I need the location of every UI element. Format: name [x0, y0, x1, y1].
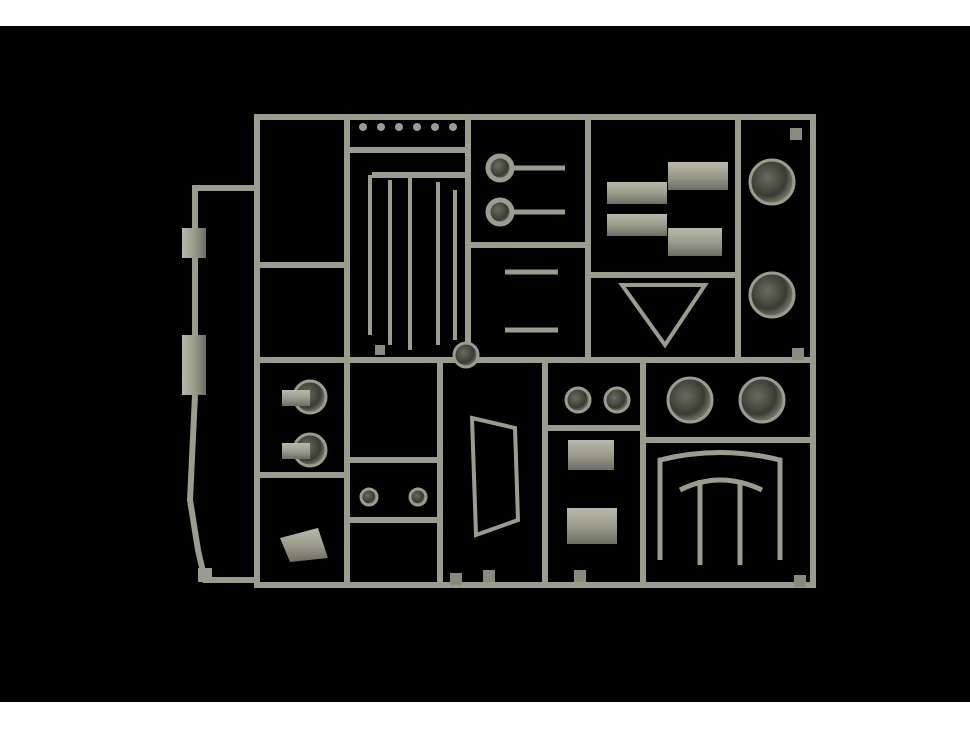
- gearbox: [280, 379, 328, 562]
- shock-absorber: [485, 153, 565, 333]
- peg-row: [359, 123, 457, 131]
- suspension-rod: [368, 175, 457, 350]
- wheel-hub: [359, 158, 796, 507]
- engine-block: [607, 162, 728, 256]
- radiator-frame: [469, 283, 709, 544]
- sprue-gate: [375, 128, 806, 587]
- photo-background: [0, 26, 970, 702]
- outer-runner: [254, 114, 816, 588]
- exhaust-pipe: [182, 185, 257, 583]
- sprue-frame: [254, 114, 816, 588]
- seat-frame: [657, 450, 783, 565]
